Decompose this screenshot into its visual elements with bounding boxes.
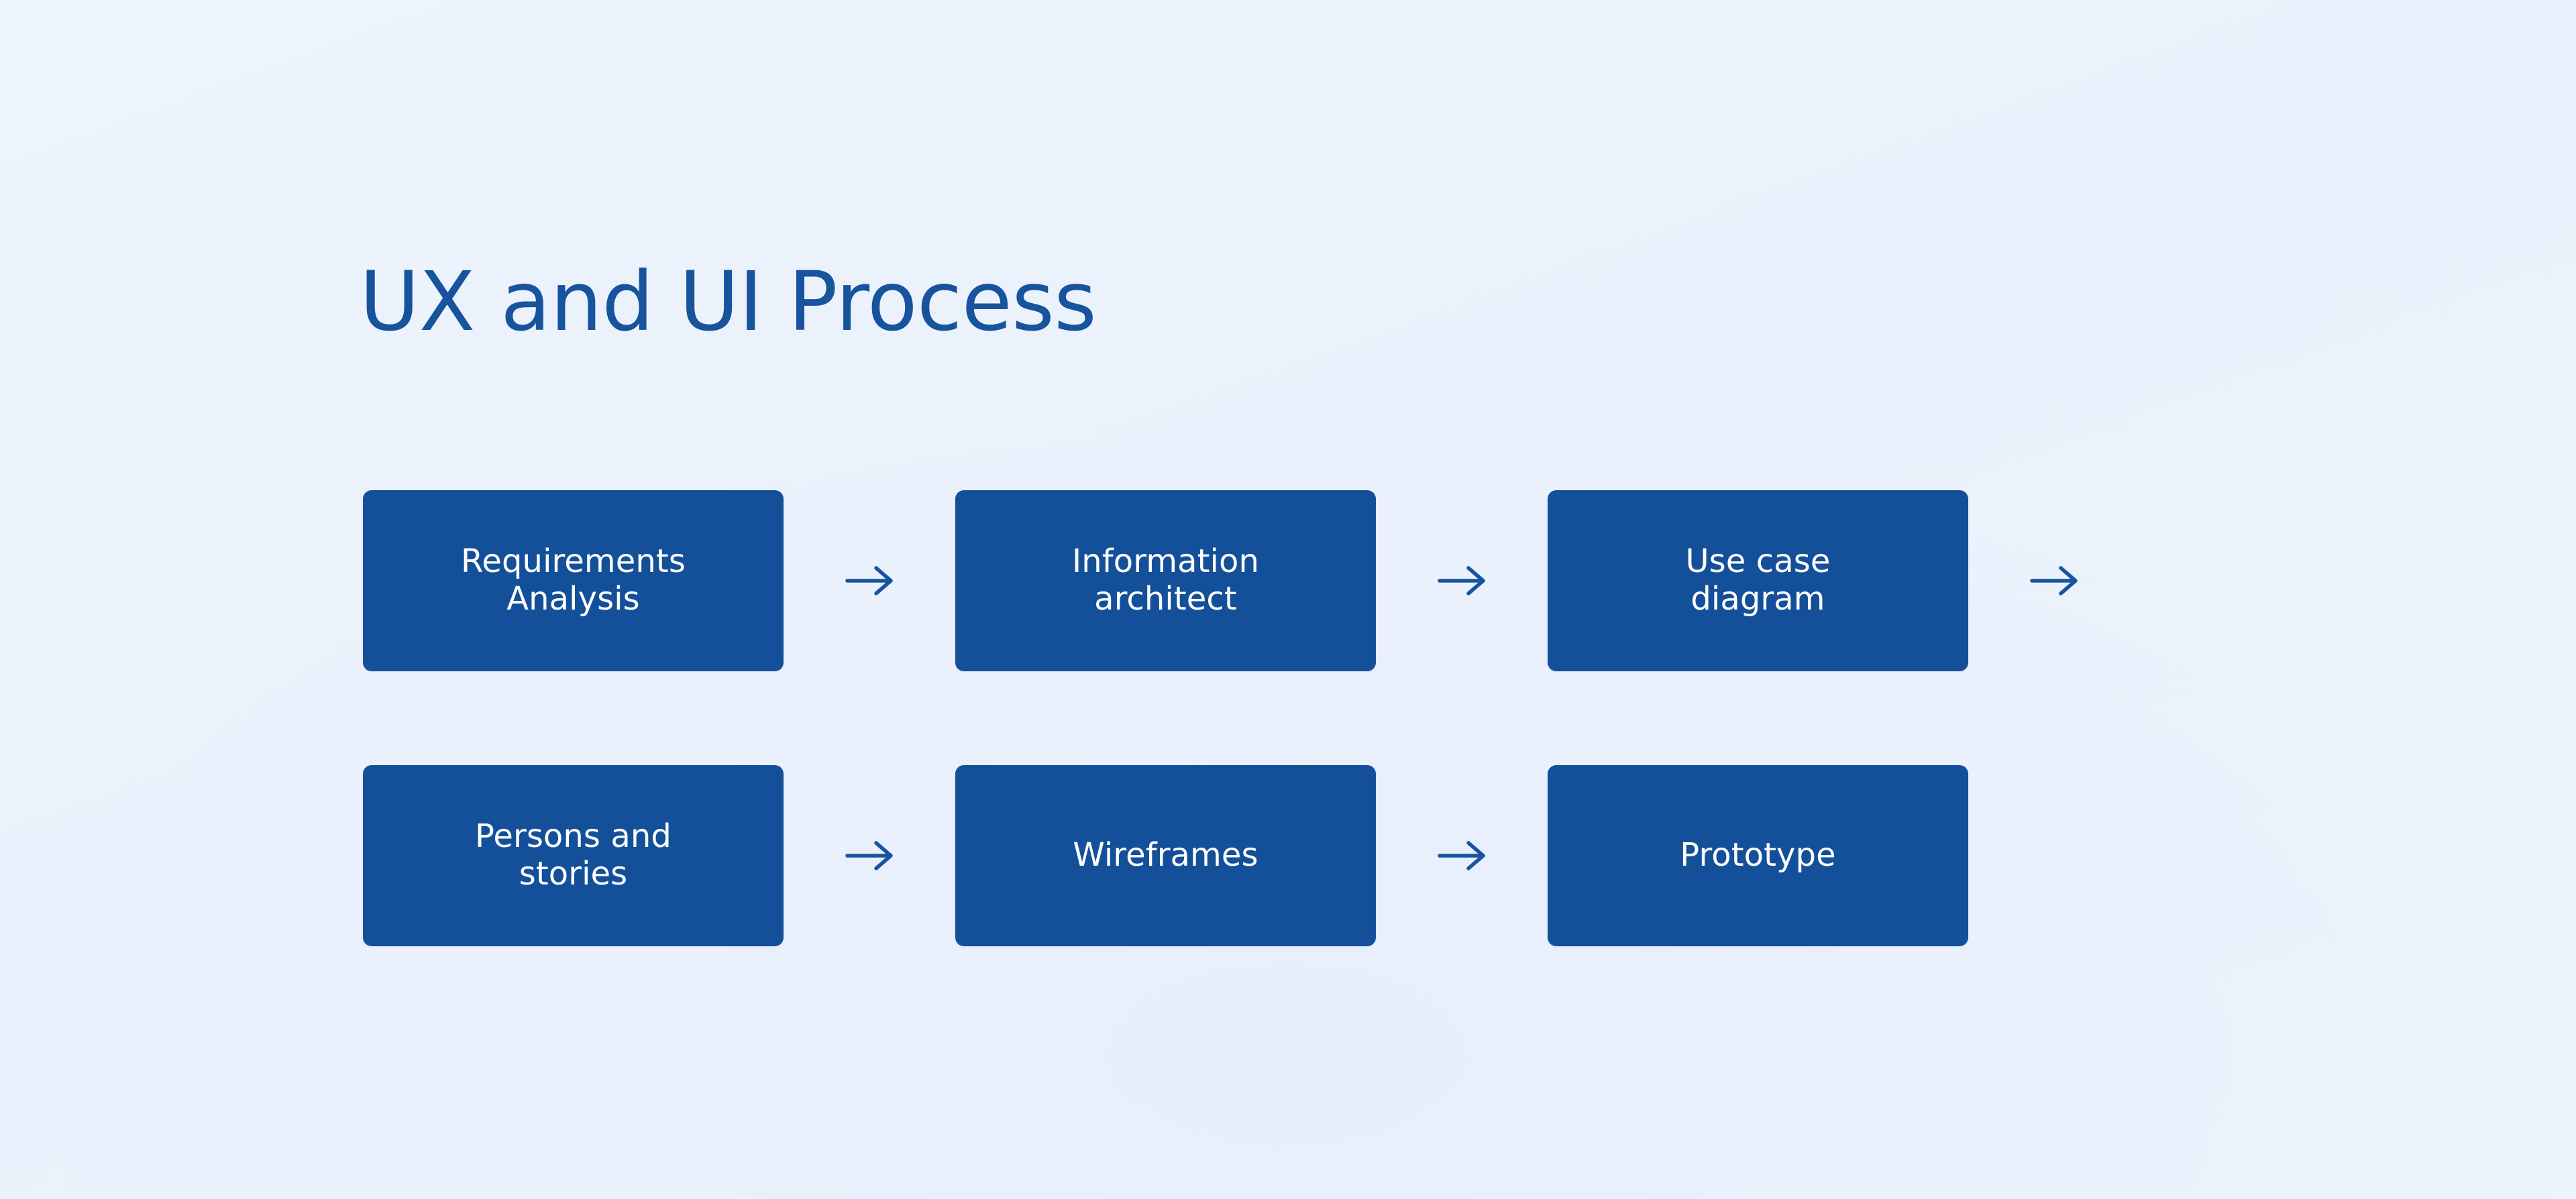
process-step-label: Information architect <box>1072 543 1259 618</box>
connector-arrow-4 <box>784 765 955 946</box>
process-step-label-line1: Information <box>1072 543 1259 581</box>
process-step-label: Requirements Analysis <box>461 543 686 618</box>
process-step-label-line2: Analysis <box>506 580 640 618</box>
connector-arrow-3-wrap <box>1968 490 2140 671</box>
process-step-requirements-analysis[interactable]: Requirements Analysis <box>363 490 784 671</box>
connector-arrow-5 <box>1376 765 1548 946</box>
process-step-label-line1: Prototype <box>1680 836 1836 874</box>
process-step-persons-and-stories[interactable]: Persons and stories <box>363 765 784 946</box>
arrow-right-icon <box>1438 566 1485 595</box>
connector-arrow-2 <box>1376 490 1548 671</box>
process-step-label: Persons and stories <box>475 818 672 893</box>
process-step-prototype[interactable]: Prototype <box>1548 765 1968 946</box>
process-step-label-line1: Wireframes <box>1073 836 1258 874</box>
process-step-label-line1: Requirements <box>461 543 686 581</box>
process-step-information-architect[interactable]: Information architect <box>955 490 1376 671</box>
process-step-label-line2: stories <box>519 855 628 893</box>
process-step-label-line2: diagram <box>1690 580 1825 618</box>
process-step-label: Wireframes <box>1073 836 1258 874</box>
arrow-right-icon <box>2030 566 2078 595</box>
connector-arrow-1 <box>784 490 955 671</box>
arrow-right-icon <box>845 841 893 870</box>
process-step-wireframes[interactable]: Wireframes <box>955 765 1376 946</box>
process-step-label: Prototype <box>1680 836 1836 874</box>
arrow-right-icon <box>845 566 893 595</box>
process-step-use-case-diagram[interactable]: Use case diagram <box>1548 490 1968 671</box>
page-title: UX and UI Process <box>360 253 1097 349</box>
process-step-label-line1: Persons and <box>475 817 672 856</box>
process-step-label-line2: architect <box>1094 580 1237 618</box>
process-flow-row-1: Requirements Analysis Information archit… <box>363 490 2416 671</box>
process-flow-row-2: Persons and stories Wireframes <box>363 765 2416 946</box>
process-step-label: Use case diagram <box>1685 543 1830 618</box>
arrow-right-icon <box>1438 841 1485 870</box>
process-step-label-line1: Use case <box>1685 543 1831 581</box>
process-flow-diagram: Requirements Analysis Information archit… <box>363 490 2416 946</box>
